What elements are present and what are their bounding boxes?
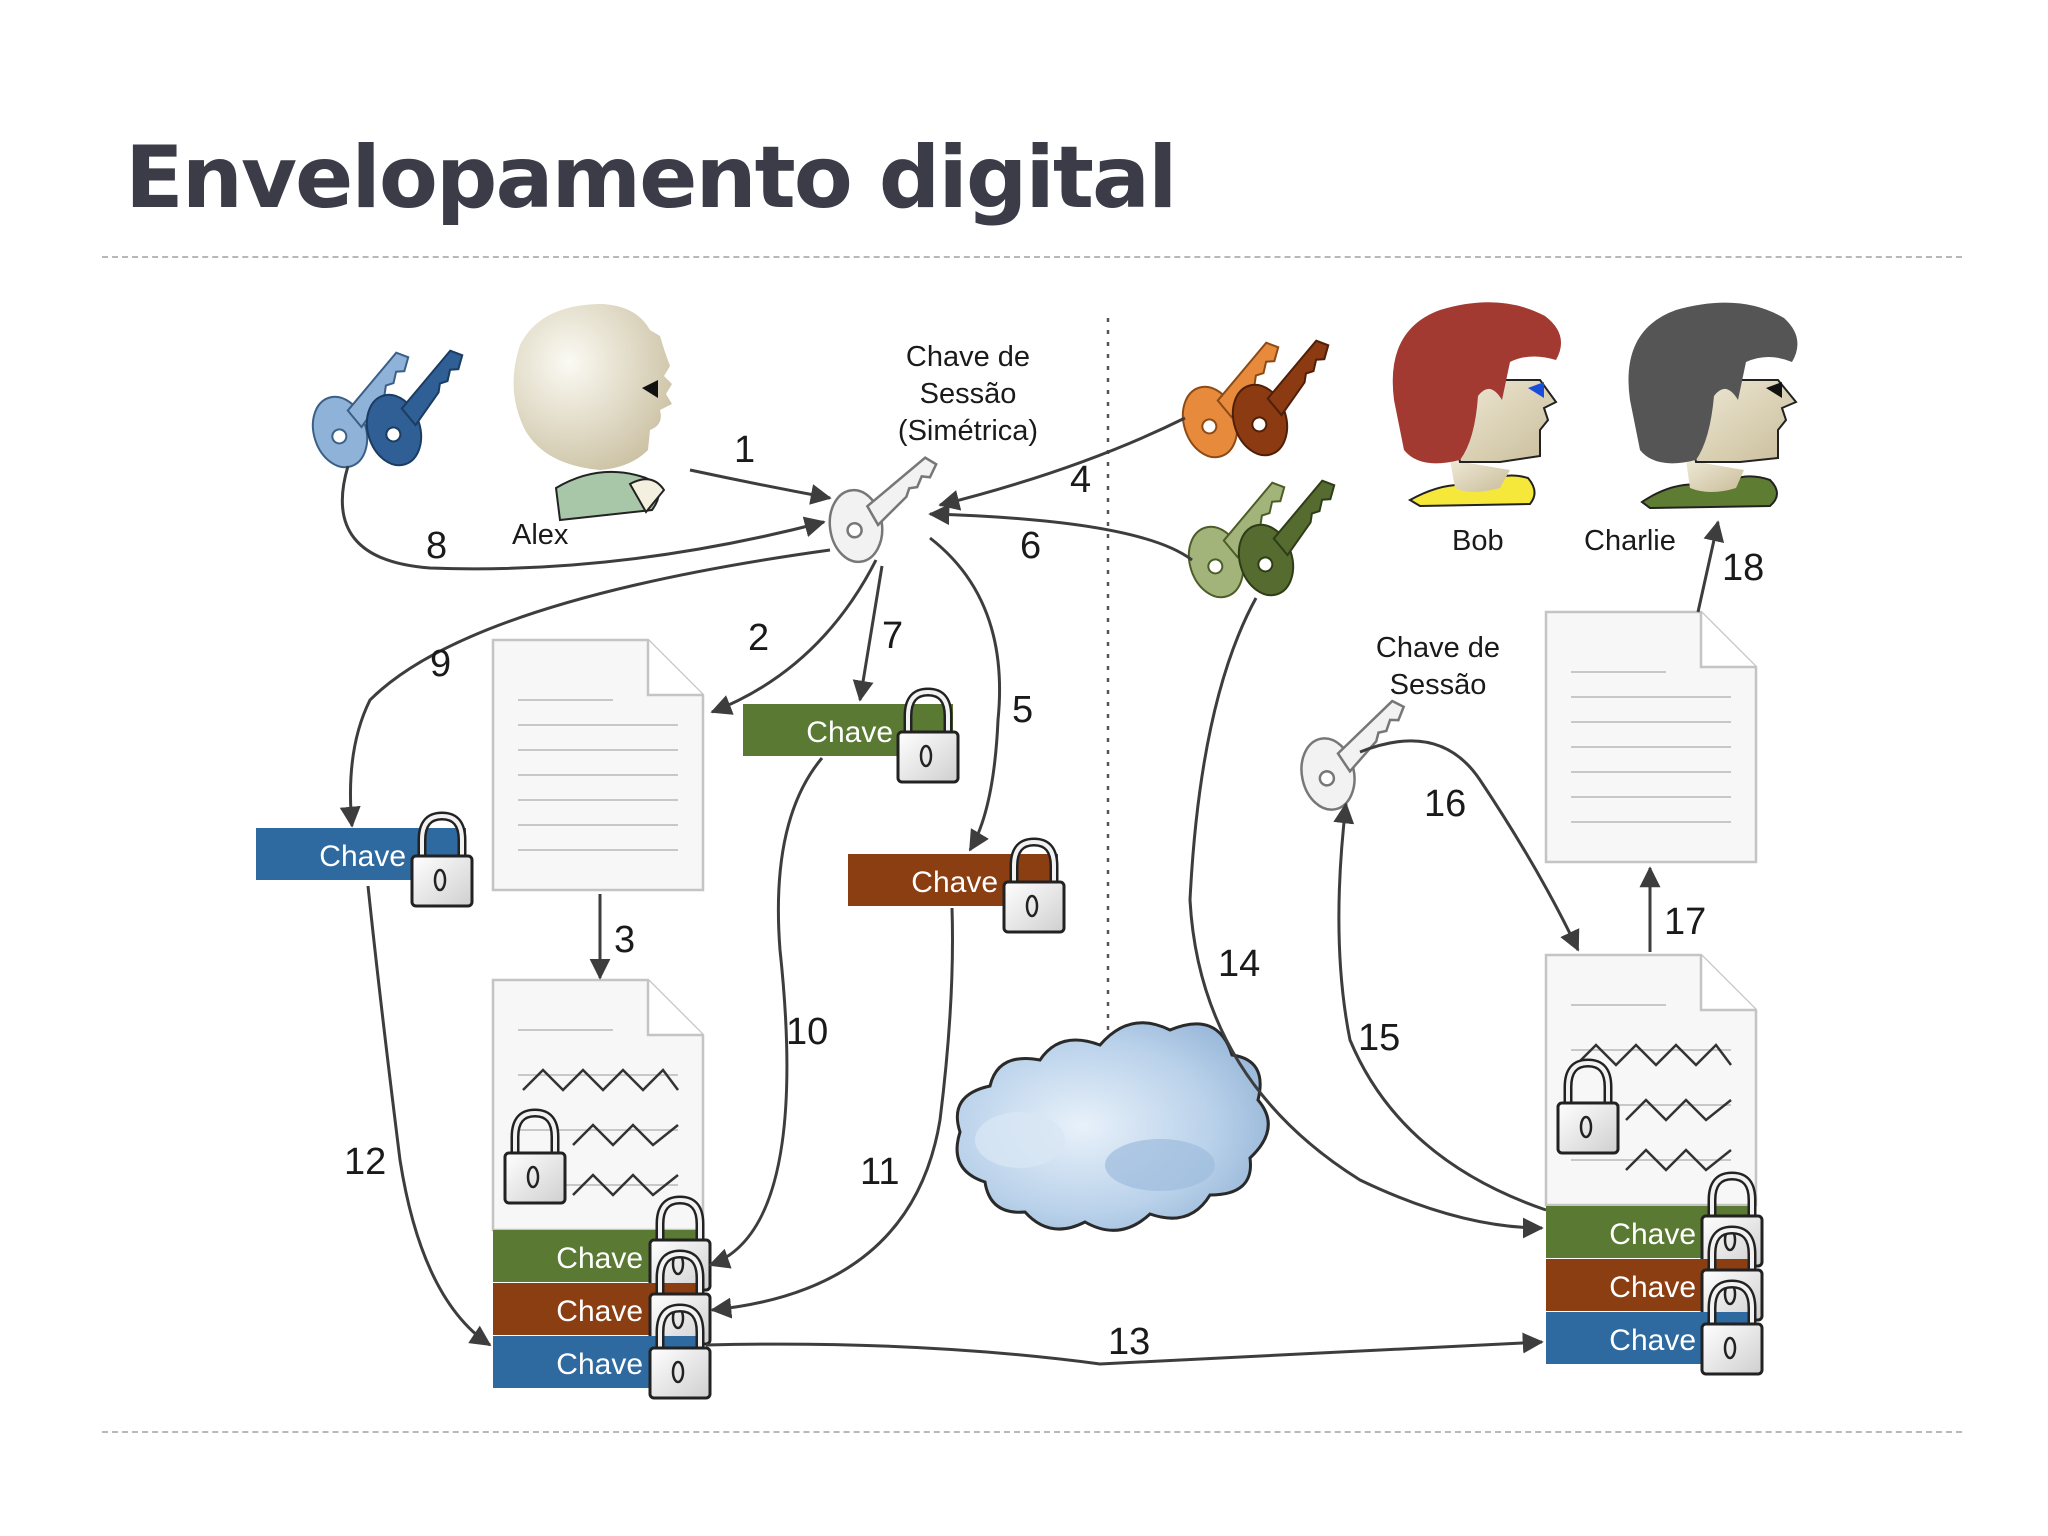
step-number-14: 14 [1218, 943, 1260, 985]
bob-avatar [1392, 302, 1562, 508]
encrypted-envelope-receiver [1544, 953, 1758, 1207]
cloud-icon [955, 1021, 1270, 1232]
encrypted-key-bob: Chave [848, 842, 1064, 932]
svg-text:Chave: Chave [1609, 1271, 1696, 1304]
title-divider [102, 256, 1962, 258]
svg-text:Chave: Chave [319, 840, 406, 873]
session-key-icon [820, 455, 950, 567]
arrow-10 [708, 757, 824, 1269]
alex-label: Alex [512, 519, 569, 551]
step-number-6: 6 [1020, 525, 1041, 567]
svg-text:Chave: Chave [911, 866, 998, 899]
step-number-15: 15 [1358, 1017, 1400, 1059]
encrypted-envelope-sender [491, 978, 705, 1232]
charlie-label: Charlie [1584, 525, 1676, 557]
plaintext-document-icon [491, 638, 705, 892]
bob-private-key-icon [1216, 336, 1356, 464]
flow-arrows [339, 416, 1725, 1366]
step-number-17: 17 [1664, 901, 1706, 943]
footer-divider [102, 1431, 1962, 1433]
alex-public-key-icon [296, 348, 436, 476]
charlie-avatar [1628, 302, 1798, 510]
svg-text:Chave: Chave [556, 1348, 643, 1381]
arrow-18 [1696, 520, 1725, 613]
arrow-16 [1359, 739, 1580, 952]
receiver-band-alex: Chave [1546, 1284, 1762, 1374]
step-number-16: 16 [1424, 783, 1466, 825]
svg-text:Chave: Chave [556, 1242, 643, 1275]
step-number-11: 11 [860, 1151, 899, 1193]
svg-text:Chave: Chave [1609, 1324, 1696, 1357]
step-number-4: 4 [1070, 459, 1091, 501]
arrow-2 [710, 559, 878, 715]
sender-band-alex: Chave [493, 1308, 710, 1398]
step-number-18: 18 [1722, 547, 1764, 589]
step-number-13: 13 [1108, 1321, 1150, 1363]
arrow-14 [1188, 597, 1544, 1239]
step-number-10: 10 [786, 1011, 828, 1053]
session-key-label-line-3: (Simétrica) [898, 415, 1038, 447]
receiver-session-key-label-line-2: Sessão [1390, 669, 1487, 701]
session-key-label-line-1: Chave de [906, 341, 1030, 373]
step-number-12: 12 [344, 1141, 386, 1183]
bob-label: Bob [1452, 525, 1504, 557]
receiver-session-key-icon [1289, 697, 1423, 816]
bob-public-key-icon [1166, 338, 1306, 466]
step-number-9: 9 [430, 643, 451, 685]
arrow-9 [339, 548, 831, 828]
session-key-label-line-2: Sessão [920, 378, 1017, 410]
step-number-7: 7 [882, 615, 903, 657]
svg-text:Chave: Chave [806, 716, 893, 749]
arrow-13 [705, 1332, 1544, 1366]
receiver-band-bob: Chave [1546, 1230, 1762, 1320]
step-number-8: 8 [426, 525, 447, 567]
step-number-5: 5 [1012, 689, 1033, 731]
decrypted-document-icon [1544, 610, 1758, 864]
arrow-6 [928, 504, 1193, 562]
arrow-1 [689, 468, 832, 505]
encrypted-key-alex: Chave [256, 816, 472, 906]
arrow-8 [340, 465, 826, 571]
svg-text:Chave: Chave [556, 1295, 643, 1328]
encrypted-key-charlie: Chave [743, 692, 958, 782]
arrow-5 [929, 536, 1002, 852]
arrow-12 [366, 885, 492, 1347]
step-number-3: 3 [614, 919, 635, 961]
step-number-1: 1 [734, 429, 755, 471]
slide-title: Envelopamento digital [125, 128, 1178, 228]
alex-avatar [513, 304, 672, 522]
arrow-11 [710, 907, 954, 1319]
arrow-15 [1333, 802, 1547, 1212]
receiver-session-key-label-line-1: Chave de [1376, 632, 1500, 664]
arrow-4 [938, 416, 1186, 511]
charlie-public-key-icon [1172, 478, 1312, 606]
svg-text:Chave: Chave [1609, 1218, 1696, 1251]
step-number-2: 2 [748, 617, 769, 659]
charlie-private-key-icon [1222, 476, 1362, 604]
receiver-band-charlie: Chave [1546, 1176, 1762, 1266]
arrow-7 [852, 565, 884, 702]
alex-private-key-icon [350, 346, 490, 474]
